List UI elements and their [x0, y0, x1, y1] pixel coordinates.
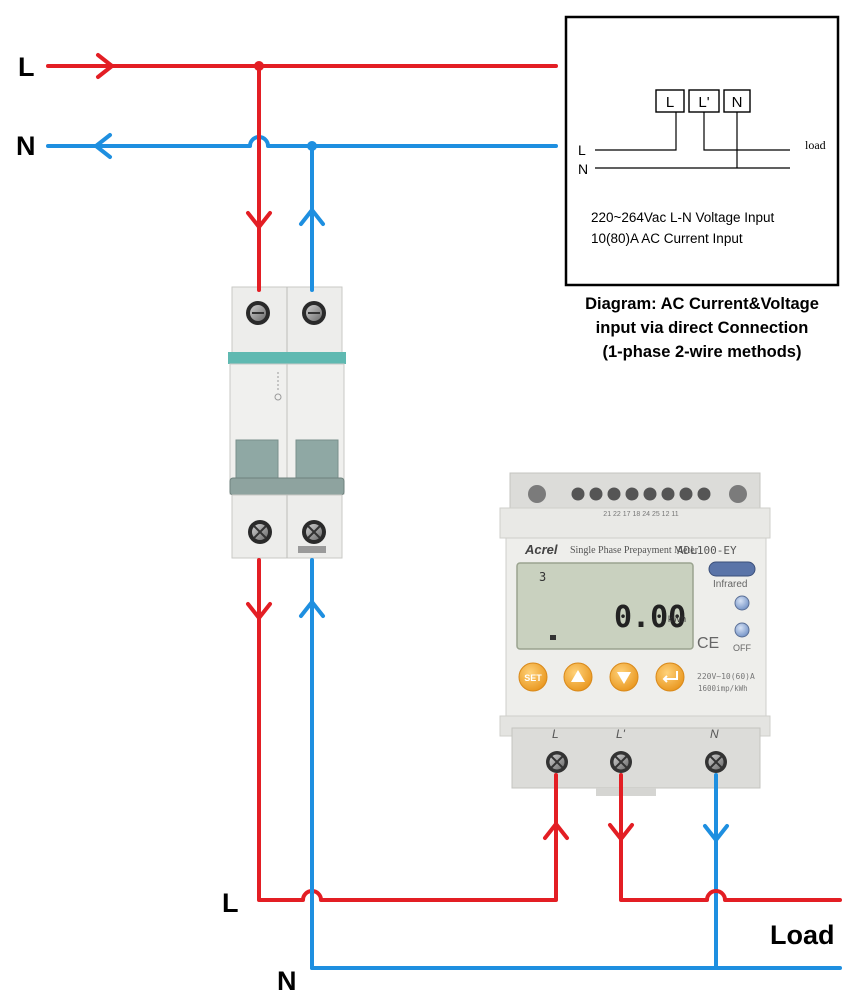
breaker-indicator-dot: [274, 393, 282, 401]
up-button[interactable]: [563, 662, 593, 692]
meter-terminal-n-label: N: [710, 727, 719, 741]
arrows: [94, 53, 729, 842]
inset-terminal-n-label: N: [732, 94, 743, 111]
screw-terminal-icon[interactable]: [610, 751, 632, 773]
triangle-up-icon: [571, 670, 585, 682]
screw-terminal-icon[interactable]: [248, 520, 272, 544]
meter-constant: 1600imp/kWh: [698, 684, 748, 693]
wire-neutral-supply: [46, 135, 558, 148]
infrared-label: Infrared: [713, 579, 747, 590]
arrow-up-icon: [299, 600, 325, 618]
inset-spec-current: 10(80)A AC Current Input: [591, 231, 743, 246]
breaker-window-right: [295, 439, 339, 479]
breaker-teal-band: [228, 352, 346, 364]
arrow-down-icon: [246, 211, 272, 229]
energy-meter: 21 22 17 18 24 25 12 11 Acrel Single Pha…: [499, 472, 771, 796]
inset-caption-line-1: Diagram: AC Current&Voltage: [585, 295, 819, 313]
inset-wire-n-label: N: [578, 161, 588, 177]
label-neutral-bottom: N: [277, 966, 297, 996]
label-neutral-top: N: [16, 131, 36, 161]
meter-unit: kWh: [668, 614, 686, 624]
meter-lcd: [516, 562, 694, 650]
set-button[interactable]: SET: [518, 662, 548, 692]
inset-terminal-lprime-label: L': [698, 94, 709, 111]
ce-mark: CE: [697, 635, 719, 652]
arrow-down-icon: [246, 602, 272, 620]
arrow-down-icon: [608, 823, 634, 841]
meter-reading: 0.00: [614, 600, 686, 635]
meter-rating: 220V~10(60)A: [697, 672, 755, 681]
breaker-toggle-bar[interactable]: [229, 477, 345, 496]
arrow-up-icon: [299, 208, 325, 226]
label-line-top: L: [18, 52, 35, 82]
label-line-bottom: L: [222, 888, 239, 918]
wires: [46, 64, 842, 970]
triangle-down-icon: [617, 672, 631, 684]
meter-top-ledge: [499, 507, 771, 539]
inset-frame: [564, 15, 840, 287]
meter-brand: Acrel: [524, 542, 558, 557]
arrow-down-icon: [703, 824, 729, 842]
junction-dot-line: [254, 61, 264, 71]
inset-load-label: load: [805, 138, 826, 152]
screw-terminal-icon[interactable]: [705, 751, 727, 773]
label-load: Load: [770, 920, 835, 950]
screw-terminal-icon[interactable]: [546, 751, 568, 773]
meter-top-screws: [528, 485, 747, 503]
meter-terminal-lprime-label: L': [616, 727, 626, 741]
infrared-window: [708, 561, 756, 577]
inset-wire-l-label: L: [578, 142, 586, 158]
circuit-breaker: [228, 286, 346, 559]
inset-line-wire: [595, 112, 677, 151]
arrow-right-icon: [96, 53, 114, 79]
enter-button[interactable]: [655, 662, 685, 692]
meter-lcd-digit: 3: [539, 570, 546, 584]
meter-model: ADL100-EY: [677, 544, 737, 557]
inset-caption: Diagram: AC Current&Voltage input via di…: [585, 295, 819, 361]
inset-caption-line-3: (1-phase 2-wire methods): [603, 343, 802, 361]
meter-top-terminal-numbers: 21 22 17 18 24 25 12 11: [603, 511, 678, 518]
screw-terminal-icon[interactable]: [246, 301, 270, 325]
meter-bottom-tab: [596, 788, 656, 796]
indicator-light-2: [734, 622, 750, 638]
inset-terminal-l-label: L: [666, 94, 674, 111]
meter-product-name: Single Phase Prepayment Meter: [570, 545, 699, 556]
breaker-window-left: [235, 439, 279, 479]
set-button-label: SET: [524, 673, 542, 683]
junction-dot-neutral: [307, 141, 317, 151]
enter-icon: [662, 671, 678, 683]
arrow-up-icon: [543, 822, 569, 840]
breaker-label-slot: [298, 546, 326, 553]
screw-terminal-icon[interactable]: [302, 520, 326, 544]
lock-icon: [550, 635, 556, 640]
inset-load-wire: [703, 112, 790, 151]
meter-terminal-l-label: L: [552, 727, 559, 741]
arrow-left-icon: [94, 133, 112, 159]
wire-line-load: [619, 773, 842, 902]
inset-spec-voltage: 220~264Vac L-N Voltage Input: [591, 210, 775, 225]
down-button[interactable]: [609, 662, 639, 692]
off-label: OFF: [733, 643, 751, 653]
inset-caption-line-2: input via direct Connection: [596, 319, 809, 337]
screw-terminal-icon[interactable]: [302, 301, 326, 325]
indicator-light-1: [734, 595, 750, 611]
inset-diagram: L L' N L N load 220~264Vac L-N Voltage I…: [564, 15, 840, 287]
inset-terminal-box-l: [655, 89, 685, 113]
